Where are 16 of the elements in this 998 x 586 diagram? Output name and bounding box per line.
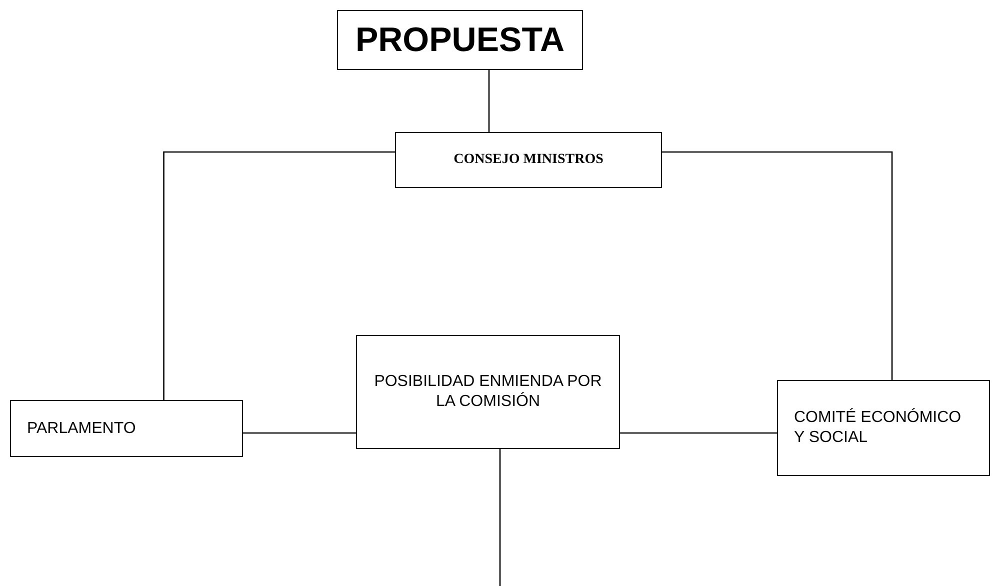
box-label: POSIBILIDAD ENMIENDA POR LA COMISIÓN — [373, 372, 603, 412]
connector-line — [662, 151, 893, 380]
box-label: CONSEJO MINISTROS — [454, 151, 604, 169]
process-box — [10, 400, 243, 457]
connector-line — [243, 432, 356, 434]
box-label: PARLAMENTO — [27, 418, 136, 438]
connector-line — [499, 449, 501, 586]
process-box — [337, 10, 583, 70]
box-label: COMITÉ ECONÓMICO Y SOCIAL — [794, 408, 962, 448]
connector-line — [620, 432, 777, 434]
connector-line — [163, 151, 395, 400]
process-box — [777, 380, 990, 476]
process-box — [356, 335, 620, 449]
connector-line — [488, 70, 490, 132]
box-label: PROPUESTA — [355, 20, 565, 61]
process-box — [395, 132, 662, 188]
